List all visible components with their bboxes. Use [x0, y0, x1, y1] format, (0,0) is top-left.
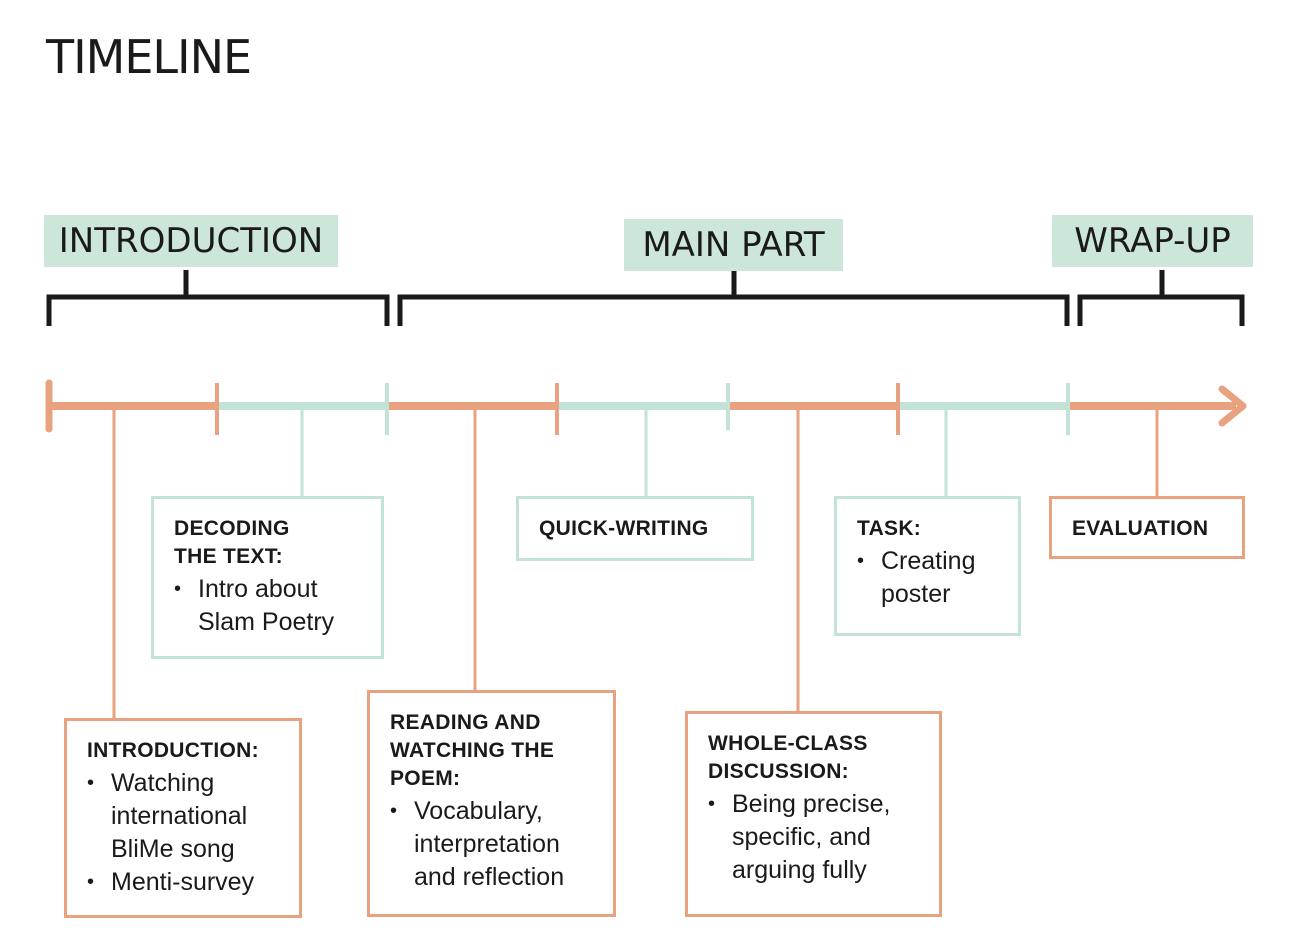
step-box-quick-writing: QUICK-WRITING — [516, 496, 754, 561]
step-bullet: Menti-survey — [87, 866, 287, 899]
page-title: TIMELINE — [46, 30, 252, 84]
step-bullet-list: Watching international BliMe song Menti-… — [87, 767, 287, 899]
step-box-reading: READING AND WATCHING THE POEM: Vocabular… — [367, 690, 616, 917]
step-bullet: Intro about Slam Poetry — [174, 573, 369, 639]
step-bullet: Being precise, specific, and arguing ful… — [708, 788, 927, 887]
phase-brackets — [46, 270, 1245, 326]
step-box-task: TASK: Creating poster — [834, 496, 1021, 636]
introduction-bracket — [46, 270, 390, 326]
step-heading: TASK: — [857, 517, 922, 540]
step-heading: READING AND WATCHING THE POEM: — [390, 711, 555, 790]
step-bullet-list: Being precise, specific, and arguing ful… — [708, 788, 927, 887]
step-heading: WHOLE-CLASS DISCUSSION: — [708, 732, 868, 783]
step-bullet: Creating poster — [857, 545, 1006, 611]
step-bullet-list: Creating poster — [857, 545, 1006, 611]
phase-label-introduction: INTRODUCTION — [44, 215, 338, 267]
step-heading: DECODING THE TEXT: — [174, 517, 290, 568]
step-bullet: Watching international BliMe song — [87, 767, 287, 866]
step-heading: QUICK-WRITING — [539, 517, 709, 540]
step-box-evaluation: EVALUATION — [1049, 496, 1245, 559]
step-box-introduction: INTRODUCTION: Watching international Bli… — [64, 718, 302, 918]
wrap-up-bracket — [1077, 270, 1245, 326]
step-heading: EVALUATION — [1072, 517, 1209, 540]
phase-label-main-part: MAIN PART — [624, 219, 843, 271]
timeline-ticks — [45, 379, 1070, 435]
step-box-discussion: WHOLE-CLASS DISCUSSION: Being precise, s… — [685, 711, 942, 917]
timeline-axis — [49, 385, 1247, 427]
step-box-decoding: DECODING THE TEXT: Intro about Slam Poet… — [151, 496, 384, 659]
main-part-bracket — [397, 270, 1070, 326]
phase-label-wrap-up: WRAP-UP — [1052, 215, 1253, 267]
step-bullet-list: Intro about Slam Poetry — [174, 573, 369, 639]
axis-arrow-head — [1218, 385, 1247, 427]
step-bullet-list: Vocabulary, interpretation and reflectio… — [390, 795, 601, 894]
step-heading: INTRODUCTION: — [87, 739, 259, 762]
step-connectors — [112, 406, 1159, 720]
step-bullet: Vocabulary, interpretation and reflectio… — [390, 795, 601, 894]
